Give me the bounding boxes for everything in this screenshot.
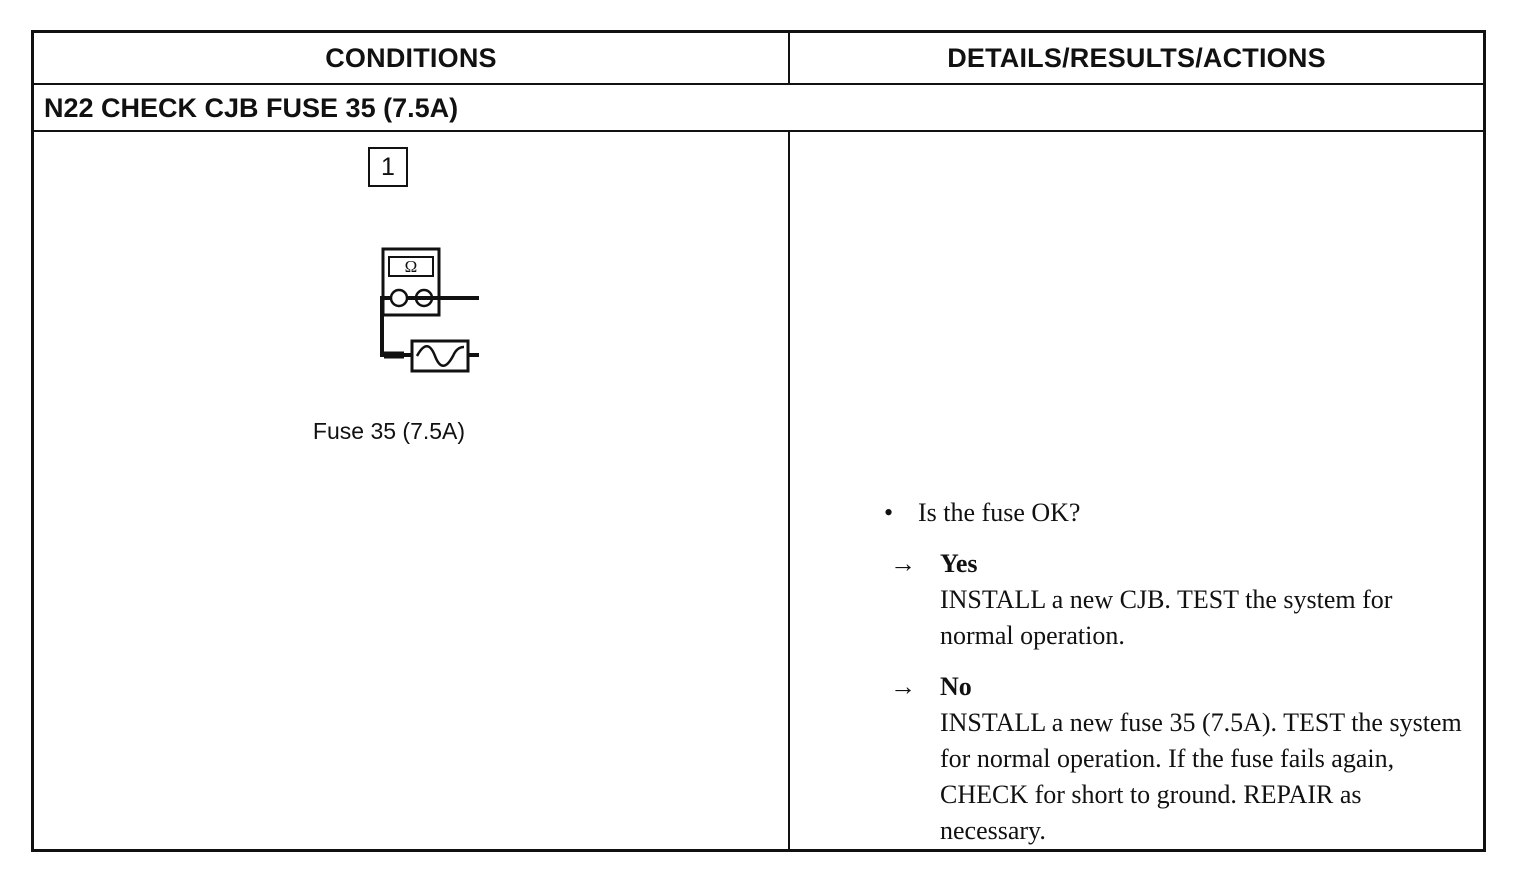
body-column-divider (788, 132, 790, 849)
question-text: Is the fuse OK? (918, 498, 1081, 527)
answer-body: No INSTALL a new fuse 35 (7.5A). TEST th… (940, 669, 1472, 849)
ohmmeter-fuse-test-icon: Ω (344, 243, 483, 378)
header-column-divider (788, 33, 790, 83)
title-divider (34, 130, 1483, 132)
step-title: N22 CHECK CJB FUSE 35 (7.5A) (44, 92, 459, 123)
answer-action-yes: INSTALL a new CJB. TEST the system for n… (940, 585, 1393, 650)
header-divider (34, 83, 1483, 85)
answer-no: → No INSTALL a new fuse 35 (7.5A). TEST … (882, 669, 1472, 849)
arrow-right-icon: → (890, 549, 916, 578)
answer-body: Yes INSTALL a new CJB. TEST the system f… (940, 546, 1472, 654)
bullet-marker: • (884, 498, 894, 527)
answer-label-no: No (940, 672, 972, 701)
answer-label-yes: Yes (940, 549, 978, 578)
results-block: • Is the fuse OK? → Yes INSTALL a new CJ… (882, 495, 1472, 849)
procedure-table: CONDITIONS DETAILS/RESULTS/ACTIONS N22 C… (31, 30, 1486, 852)
question-row: • Is the fuse OK? (882, 495, 1472, 531)
fuse-caption: Fuse 35 (7.5A) (312, 418, 466, 444)
conditions-header: CONDITIONS (325, 42, 497, 73)
arrow-right-icon: → (890, 672, 916, 701)
answer-yes: → Yes INSTALL a new CJB. TEST the system… (882, 546, 1472, 654)
ohm-symbol: Ω (405, 257, 418, 276)
answer-action-no: INSTALL a new fuse 35 (7.5A). TEST the s… (940, 708, 1462, 845)
details-header: DETAILS/RESULTS/ACTIONS (947, 42, 1326, 73)
step-number-badge: 1 (368, 147, 408, 187)
